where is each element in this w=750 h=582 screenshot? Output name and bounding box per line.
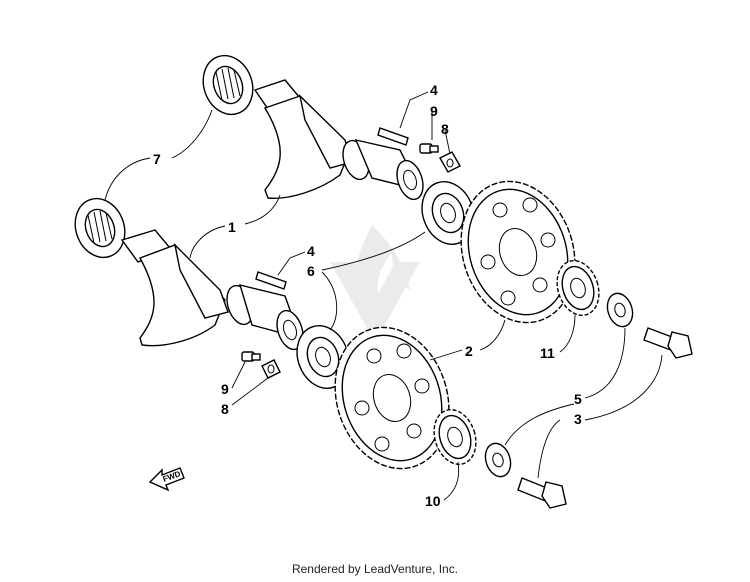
bolt-upper — [643, 327, 693, 359]
callout-4-upper: 4 — [430, 82, 438, 98]
roller-bearing-upper — [202, 54, 254, 116]
callout-1: 1 — [228, 219, 236, 235]
lock-washer-lower — [261, 359, 281, 379]
leader-lines — [104, 91, 663, 501]
footer-credit: Rendered by LeadVenture, Inc. — [291, 562, 459, 576]
balancer-shaft-lower — [120, 229, 304, 351]
balancer-shaft-upper — [253, 79, 424, 201]
watermark-logo — [330, 225, 420, 330]
roller-bearing-lower — [74, 197, 126, 259]
callout-10: 10 — [425, 493, 441, 509]
washer-upper — [606, 292, 634, 328]
callout-8-lower: 8 — [221, 401, 229, 417]
callout-4-lower: 4 — [307, 243, 315, 259]
callout-5: 5 — [574, 391, 582, 407]
washer-lower — [484, 442, 512, 478]
screw-upper — [419, 143, 439, 154]
screw-lower — [241, 351, 261, 362]
callout-7: 7 — [153, 151, 161, 167]
key-lower — [255, 271, 287, 290]
callout-6: 6 — [307, 263, 315, 279]
driven-gear-lower — [334, 326, 450, 470]
bolt-lower — [517, 477, 567, 509]
forward-direction-arrow: FWD — [148, 467, 185, 492]
driven-gear-upper — [460, 180, 576, 324]
lock-washer-upper — [439, 151, 461, 173]
callout-9-lower: 9 — [221, 381, 229, 397]
callout-labels: 7 1 4 9 8 4 6 9 8 2 11 5 3 10 — [153, 82, 582, 509]
drive-gear-lower — [433, 408, 477, 466]
callout-9-upper: 9 — [430, 103, 438, 119]
callout-8-upper: 8 — [441, 121, 449, 137]
key-upper — [377, 127, 409, 146]
drive-gear-upper — [556, 259, 600, 317]
callout-2: 2 — [465, 343, 473, 359]
callout-11: 11 — [540, 345, 555, 361]
callout-3: 3 — [574, 411, 582, 427]
